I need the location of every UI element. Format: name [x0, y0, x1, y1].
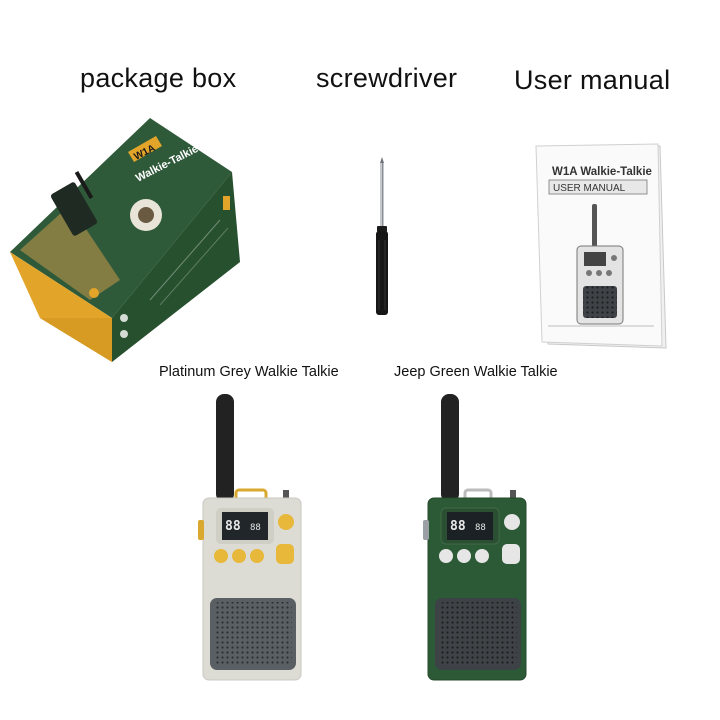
svg-text:88: 88: [250, 523, 261, 533]
grey-walkie-label: Platinum Grey Walkie Talkie: [159, 364, 339, 380]
manual-subtitle: USER MANUAL: [553, 183, 626, 194]
svg-text:88: 88: [450, 519, 466, 534]
screwdriver-label: screwdriver: [316, 63, 458, 93]
svg-text:88: 88: [225, 519, 241, 534]
svg-text:88: 88: [475, 523, 486, 533]
grey-walkie-talkie: 88 88: [198, 394, 302, 681]
screwdriver: [376, 157, 388, 315]
green-walkie-talkie: 88 88: [423, 394, 527, 681]
user-manual-label: User manual: [514, 65, 671, 95]
package-box-label: package box: [80, 63, 237, 93]
user-manual: [535, 143, 667, 349]
green-walkie-label: Jeep Green Walkie Talkie: [394, 364, 558, 380]
manual-title: W1A Walkie-Talkie: [552, 166, 652, 178]
package-box: [10, 118, 240, 362]
